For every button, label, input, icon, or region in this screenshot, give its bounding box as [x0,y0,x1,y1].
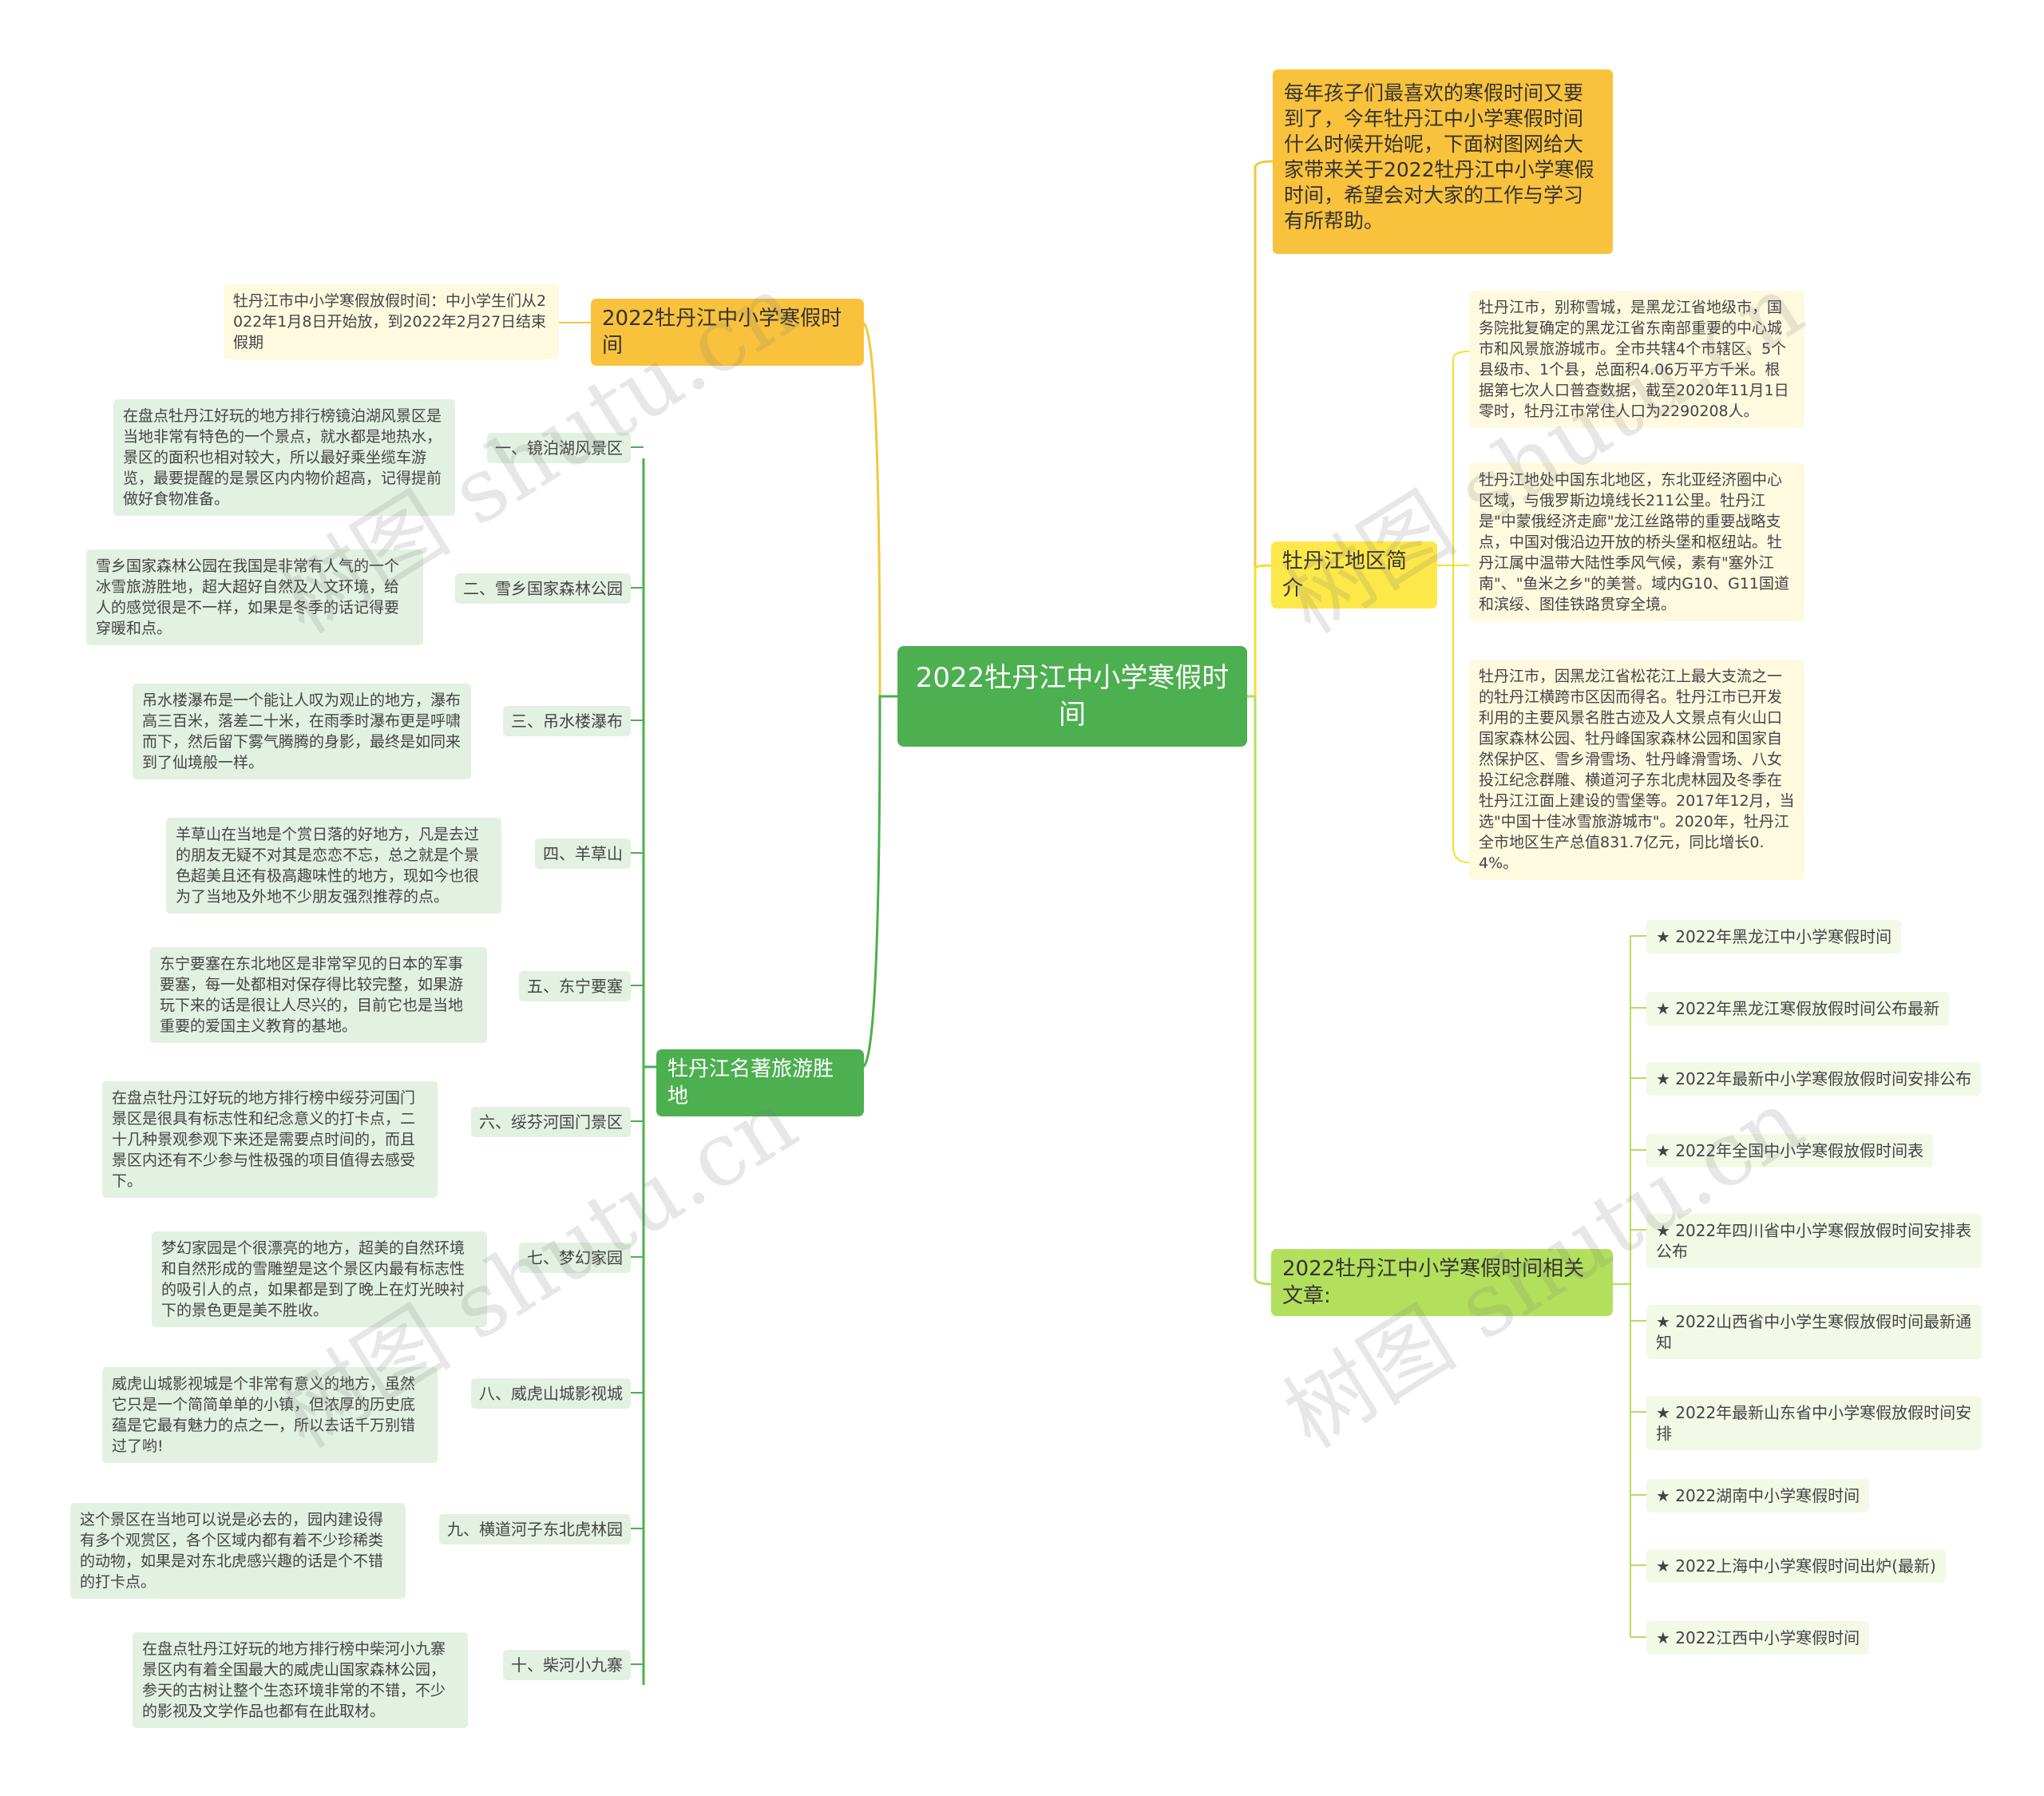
tourism-spot-detail-1[interactable]: 在盘点牡丹江好玩的地方排行榜镜泊湖风景区是当地非常有特色的一个景点，就水都是地热… [113,399,455,516]
related-article-link-6[interactable]: ★ 2022山西省中小学生寒假放假时间最新通知 [1646,1305,1982,1359]
branch-holiday-time[interactable]: 2022牡丹江中小学寒假时间 [591,299,864,366]
intro-text[interactable]: 每年孩子们最喜欢的寒假时间又要到了，今年牡丹江中小学寒假时间什么时候开始呢，下面… [1273,69,1613,254]
branch-tourism[interactable]: 牡丹江名著旅游胜地 [656,1049,864,1116]
tourism-spot-detail-5[interactable]: 东宁要塞在东北地区是非常罕见的日本的军事要塞，每一处都相对保存得比较完整，如果游… [150,947,487,1043]
related-article-link-5[interactable]: ★ 2022年四川省中小学寒假放假时间安排表公布 [1646,1214,1982,1268]
tourism-spot-detail-10[interactable]: 在盘点牡丹江好玩的地方排行榜中柴河小九寨景区内有着全国最大的威虎山国家森林公园，… [133,1632,468,1728]
related-article-link-10[interactable]: ★ 2022江西中小学寒假时间 [1646,1621,1870,1655]
related-article-link-2[interactable]: ★ 2022年黑龙江寒假放假时间公布最新 [1646,992,1950,1025]
tourism-spot-detail-9[interactable]: 这个景区在当地可以说是必去的，园内建设得有多个观赏区，各个区域内都有着不少珍稀类… [70,1503,406,1599]
tourism-spot-8[interactable]: 八、威虎山城影视城 [471,1378,631,1409]
tourism-spot-1[interactable]: 一、镜泊湖风景区 [487,433,631,463]
tourism-spot-detail-8[interactable]: 威虎山城影视城是个非常有意义的地方，虽然它只是一个简简单单的小镇，但浓厚的历史底… [102,1367,438,1463]
link-central-intro [1247,160,1274,698]
tourism-spot-6[interactable]: 六、绥芬河国门景区 [471,1107,631,1137]
link-central-tourism [862,695,897,1068]
link-central-related [1247,695,1272,1286]
tourism-spot-7[interactable]: 七、梦幻家园 [519,1243,631,1273]
tourism-spot-detail-7[interactable]: 梦幻家园是个很漂亮的地方，超美的自然环境和自然形成的雪雕塑是这个景区内最有标志性… [152,1231,487,1327]
related-article-link-9[interactable]: ★ 2022上海中小学寒假时间出炉(最新) [1646,1549,1946,1583]
tourism-spot-detail-6[interactable]: 在盘点牡丹江好玩的地方排行榜中绥芬河国门景区是很具有标志性和纪念意义的打卡点，二… [102,1081,438,1198]
related-article-link-8[interactable]: ★ 2022湖南中小学寒假时间 [1646,1479,1870,1513]
region-item-2[interactable]: 牡丹江地处中国东北地区，东北亚经济圈中心区域，与俄罗斯边境线长211公里。牡丹江… [1469,463,1804,621]
tourism-spot-9[interactable]: 九、横道河子东北虎林园 [439,1514,631,1544]
link-central-region [1247,564,1272,698]
tourism-spot-detail-4[interactable]: 羊草山在当地是个赏日落的好地方，凡是去过的朋友无疑不对其是恋恋不忘，总之就是个景… [166,818,501,914]
region-item-3[interactable]: 牡丹江市，因黑龙江省松花江上最大支流之一的牡丹江横跨市区因而得名。牡丹江市已开发… [1469,660,1804,880]
related-article-link-1[interactable]: ★ 2022年黑龙江中小学寒假时间 [1646,920,1902,954]
related-article-link-3[interactable]: ★ 2022年最新中小学寒假放假时间安排公布 [1646,1062,1982,1096]
branch-related-articles[interactable]: 2022牡丹江中小学寒假时间相关文章: [1271,1249,1613,1316]
tourism-spot-10[interactable]: 十、柴河小九寨 [503,1650,631,1680]
tourism-spot-5[interactable]: 五、东宁要塞 [519,971,631,1001]
branch-region-intro[interactable]: 牡丹江地区简介 [1271,541,1437,609]
central-topic[interactable]: 2022牡丹江中小学寒假时间 [897,646,1247,747]
tourism-spot-3[interactable]: 三、吊水楼瀑布 [503,706,631,736]
tourism-spot-4[interactable]: 四、羊草山 [535,839,631,869]
holiday-detail[interactable]: 牡丹江市中小学寒假放假时间：中小学生们从2022年1月8日开始放，到2022年2… [224,284,559,359]
tourism-spot-detail-2[interactable]: 雪乡国家森林公园在我国是非常有人气的一个冰雪旅游胜地，超大超好自然及人文环境，给… [86,549,423,645]
region-vertical [1452,351,1470,863]
related-article-link-4[interactable]: ★ 2022年全国中小学寒假放假时间表 [1646,1134,1934,1168]
related-article-link-7[interactable]: ★ 2022年最新山东省中小学寒假放假时间安排 [1646,1396,1982,1450]
tourism-spot-2[interactable]: 二、雪乡国家森林公园 [455,573,631,604]
region-item-1[interactable]: 牡丹江市，别称雪城，是黑龙江省地级市，国务院批复确定的黑龙江省东南部重要的中心城… [1469,291,1804,428]
link-central-holiday [862,321,897,698]
tourism-spot-detail-3[interactable]: 吊水楼瀑布是一个能让人叹为观止的地方，瀑布高三百米，落差二十米，在雨季时瀑布更是… [133,684,471,779]
